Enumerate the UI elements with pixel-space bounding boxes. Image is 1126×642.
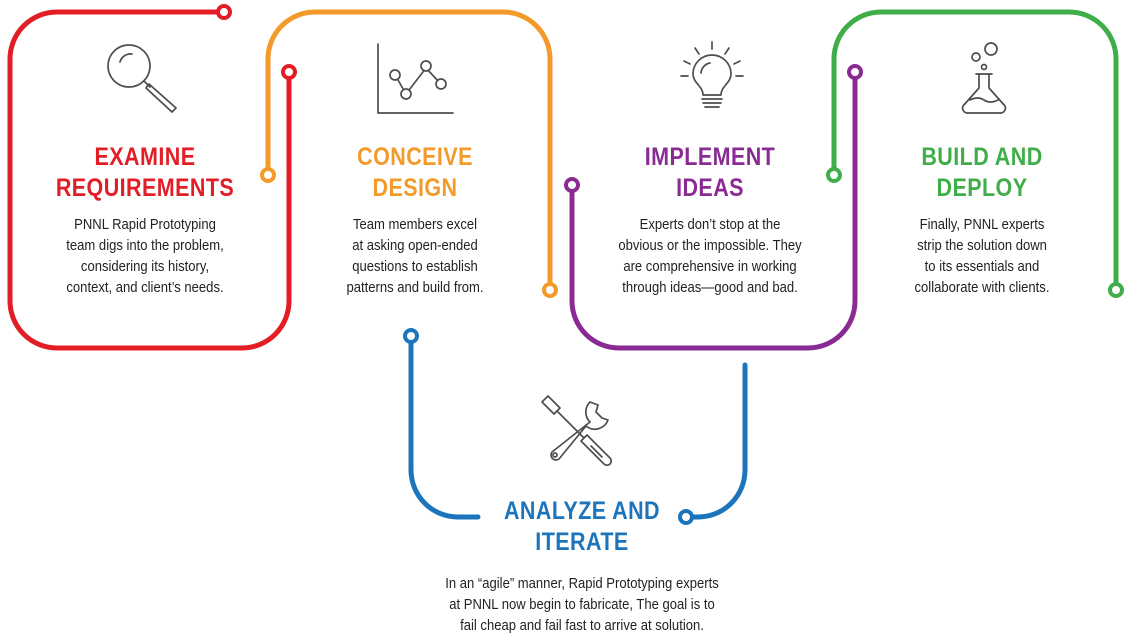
analyze-title: ANALYZE AND ITERATE (475, 496, 690, 558)
analyze-left-connector-path (408, 333, 481, 520)
build-title-line-2: DEPLOY (936, 174, 1028, 202)
analyze-description-line-1: In an “agile” manner, Rapid Prototyping … (445, 576, 719, 592)
examine-end-node (281, 64, 297, 80)
line-chart-icon (377, 43, 454, 114)
implement-description: Experts don’t stop at the obvious or the… (607, 215, 814, 299)
build-title-line-1: BUILD AND (921, 143, 1043, 171)
examine-description-line-2: team digs into the problem, (66, 238, 224, 254)
build-description-line-4: collaborate with clients. (914, 280, 1050, 296)
build-description-line-3: to its essentials and (924, 259, 1040, 275)
implement-title-line-2: IDEAS (676, 174, 744, 202)
examine-description-line-1: PNNL Rapid Prototyping (74, 217, 216, 233)
build-end-node (1108, 282, 1124, 298)
examine-description: PNNL Rapid Prototyping team digs into th… (51, 215, 240, 299)
build-description: Finally, PNNL experts strip the solution… (888, 215, 1077, 299)
examine-title-line-2: REQUIREMENTS (55, 174, 235, 202)
flask-icon (961, 42, 1007, 114)
implement-title-line-1: IMPLEMENT (644, 143, 776, 171)
conceive-start-node (260, 167, 276, 183)
conceive-description-line-3: questions to establish (352, 259, 478, 275)
conceive-description-line-1: Team members excel (352, 217, 478, 233)
conceive-connector-path (265, 9, 553, 293)
build-description-line-1: Finally, PNNL experts (919, 217, 1045, 233)
examine-connector-path (7, 9, 292, 351)
analyze-end-node (678, 509, 694, 525)
tools-icon (541, 395, 613, 467)
implement-description-line-4: through ideas—good and bad. (622, 280, 798, 296)
analyze-title-line-1: ANALYZE AND (503, 497, 661, 525)
analyze-title-line-2: ITERATE (535, 528, 629, 556)
examine-title: EXAMINE REQUIREMENTS (55, 142, 236, 204)
analyze-right-connector-path (683, 362, 748, 520)
analyze-description-line-3: fail cheap and fail fast to arrive at so… (460, 618, 704, 634)
implement-description-line-1: Experts don’t stop at the (639, 217, 781, 233)
analyze-start-node (403, 328, 419, 344)
build-description-line-2: strip the solution down (917, 238, 1047, 254)
magnifier-icon (107, 44, 177, 113)
conceive-title-line-1: CONCEIVE (357, 143, 473, 171)
examine-description-line-4: context, and client’s needs. (66, 280, 224, 296)
analyze-description: In an “agile” manner, Rapid Prototyping … (443, 574, 722, 637)
lightbulb-icon (680, 41, 744, 108)
conceive-description-line-4: patterns and build from. (346, 280, 484, 296)
build-connector-path (831, 9, 1119, 293)
implement-start-node (564, 177, 580, 193)
examine-title-line-1: EXAMINE (94, 143, 196, 171)
conceive-description: Team members excel at asking open-ended … (321, 215, 510, 299)
conceive-description-line-2: at asking open-ended (352, 238, 478, 254)
implement-description-line-3: are comprehensive in working (623, 259, 797, 275)
examine-description-line-3: considering its history, (80, 259, 210, 275)
implement-title: IMPLEMENT IDEAS (611, 142, 809, 204)
analyze-description-line-2: at PNNL now begin to fabricate, The goal… (449, 597, 715, 613)
implement-end-node (847, 64, 863, 80)
implement-connector-path (569, 69, 858, 351)
build-title: BUILD AND DEPLOY (892, 142, 1073, 204)
build-start-node (826, 167, 842, 183)
conceive-title: CONCEIVE DESIGN (325, 142, 506, 204)
implement-description-line-2: obvious or the impossible. They (618, 238, 802, 254)
examine-start-node (216, 4, 232, 20)
conceive-title-line-2: DESIGN (372, 174, 458, 202)
conceive-end-node (542, 282, 558, 298)
